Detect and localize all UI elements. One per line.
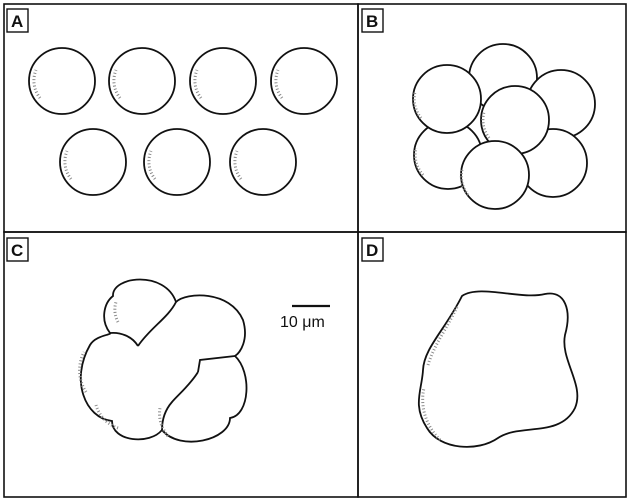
scale-bar: 10 μm	[280, 304, 330, 331]
panel-b-label: B	[366, 12, 378, 31]
panel-d-label-box	[361, 237, 384, 262]
cell	[459, 140, 530, 210]
cell	[143, 128, 211, 196]
cell-boundary	[109, 331, 139, 347]
panel-b-cluster	[412, 43, 596, 210]
cell-boundary	[197, 355, 236, 373]
cell	[480, 85, 550, 155]
panel-a-label: A	[11, 12, 23, 31]
cell	[189, 47, 257, 115]
panel-a: A	[3, 3, 359, 233]
cell	[412, 64, 482, 134]
stipple-shading	[113, 301, 120, 323]
panel-c-cluster	[78, 278, 248, 443]
cell	[270, 47, 338, 115]
panel-a-label-box	[6, 8, 29, 33]
panel-d: D	[357, 231, 627, 498]
stipple-shading	[94, 404, 119, 430]
scale-bar-label: 10 μm	[280, 314, 325, 331]
panel-a-frame	[3, 3, 359, 233]
cell-boundary	[161, 371, 199, 431]
panel-d-label: D	[366, 241, 378, 260]
panel-d-frame	[357, 231, 627, 498]
stipple-shading	[78, 351, 88, 393]
cell	[229, 128, 297, 196]
cell	[108, 47, 176, 115]
stipple-shading	[421, 387, 442, 442]
panel-c-label: C	[11, 241, 23, 260]
panel-b: B	[357, 3, 627, 233]
panel-c: C 10 μm	[3, 231, 359, 498]
compacting-cell-mass	[80, 278, 248, 443]
cell-boundary	[137, 301, 177, 347]
compacted-embryo-outline	[417, 290, 579, 448]
panel-a-cells	[28, 47, 338, 196]
cell	[28, 47, 96, 115]
panel-c-label-box	[6, 237, 29, 262]
cell	[59, 128, 127, 196]
panel-b-label-box	[361, 8, 384, 33]
